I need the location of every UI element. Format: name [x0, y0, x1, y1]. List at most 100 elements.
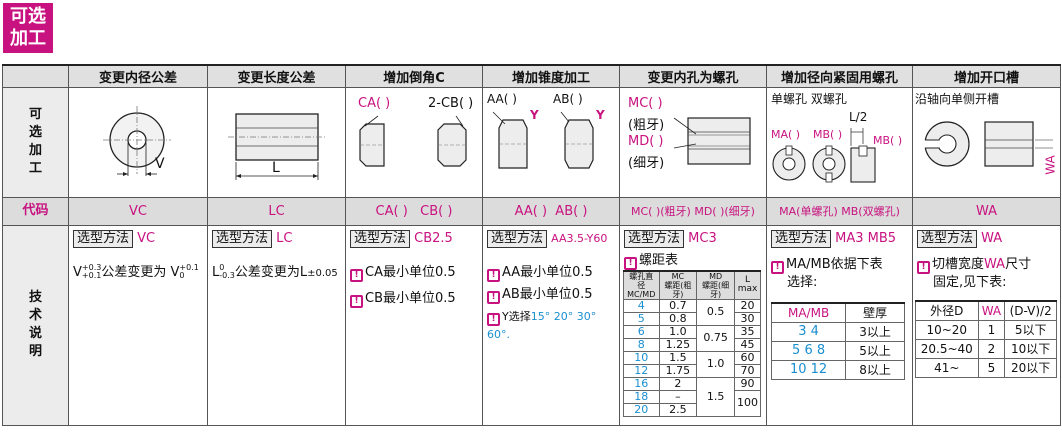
length-tolerance-drawing [228, 112, 326, 180]
tech-code: MA3 MB5 [835, 230, 897, 246]
aa-label: AA( ) [487, 91, 517, 106]
diagram-wa: 沿轴向单侧开槽 WA [912, 86, 1061, 198]
note: 尺寸 [1005, 256, 1032, 272]
note: CB最小单位0.5 [365, 290, 456, 306]
col-title-vc: 变更内径公差 [68, 64, 208, 88]
row-label-char: 明 [28, 344, 42, 359]
col-title-wa: 增加开口槽 [912, 64, 1061, 88]
select-method-tag: 选型方法 [212, 229, 273, 248]
mb-label: MB( ) [813, 127, 843, 141]
tol-lower: -0.3 [219, 271, 235, 280]
code-c: CA( ) CB( ) [345, 196, 483, 226]
select-method-tag: 选型方法 [73, 229, 134, 248]
y-label-1: Y [530, 107, 539, 122]
select-method-tag: 选型方法 [487, 229, 548, 248]
diagram-mc: MC( ) (粗牙) MD( ) (细牙) [619, 86, 767, 198]
md-label: MD( ) [628, 133, 664, 149]
dim-l-label: L [272, 159, 280, 176]
row-label-optional: 可 选 加 工 [2, 86, 69, 198]
col-title-c: 增加倒角C [345, 64, 483, 88]
pitch-header: L [744, 275, 750, 285]
diagram-aa: AA( ) AB( ) Y Y [482, 86, 620, 198]
code-vc: VC [68, 196, 208, 226]
note-code: WA [984, 256, 1006, 272]
code-lc: LC [207, 196, 346, 226]
bore-tolerance-drawing [103, 105, 171, 176]
tech-code: LC [276, 230, 293, 246]
row-label-char: 可 [28, 107, 42, 122]
note: 固定,见下表: [933, 274, 1007, 290]
tech-code: MC3 [688, 230, 717, 246]
diagram-vc: V [68, 86, 208, 198]
ma-label: MA( ) [771, 127, 801, 141]
mb2-label: MB( ) [873, 133, 903, 147]
ca-label: CA( ) [358, 95, 391, 111]
slot-drawing [923, 120, 1053, 167]
info-icon: ! [487, 290, 500, 304]
row-label-char: 说 [28, 326, 42, 341]
cb-label: 2-CB( ) [428, 95, 474, 111]
info-icon: ! [350, 268, 363, 282]
ab-label: AB( ) [553, 91, 583, 106]
diagram-c: CA( ) 2-CB( ) [345, 86, 483, 198]
select-method-tag: 选型方法 [771, 229, 832, 248]
pitch-header: MC/MD [627, 289, 656, 299]
tech-code: WA [981, 230, 1003, 246]
tol-upper: +0.1 [179, 263, 199, 272]
tech-code: VC [137, 230, 156, 246]
y-label-2: Y [596, 107, 605, 122]
col-title-aa: 增加锥度加工 [482, 64, 620, 88]
code-aa: AA( ) AB( ) [482, 196, 620, 226]
tol-value: ±0.05 [307, 267, 338, 279]
row-label-char: 技 [28, 290, 42, 305]
badge-line-2: 加工 [10, 28, 46, 49]
diagram-ma: 单螺孔 双螺孔 MA( ) MB( ) L/2 MB( ) [766, 86, 913, 198]
select-method-tag: 选型方法 [624, 229, 685, 248]
optional-processing-badge: 可选 加工 [3, 3, 53, 53]
header-corner [2, 64, 69, 88]
code-ma: MA(单螺孔) MB(双螺孔) [766, 196, 913, 226]
note: Y选择 [502, 309, 531, 323]
note: 切槽宽度 [932, 256, 985, 272]
tech-c: 选型方法 CB2.5 !CA最小单位0.5 !CB最小单位0.5 [345, 224, 483, 426]
tech-code: AA3.5-Y60 [551, 231, 608, 245]
info-icon: ! [624, 256, 637, 270]
tol-lower: 0 [179, 271, 185, 280]
tol-text: 公差变更为L [234, 264, 308, 280]
table-row: 18–100 [623, 389, 761, 417]
taper-drawing [492, 111, 594, 169]
md-sub-label: (细牙) [628, 155, 665, 171]
col-title-mc: 变更内孔为螺孔 [619, 64, 767, 88]
ma-top-label: 单螺孔 双螺孔 [771, 91, 847, 106]
tol-base: V [73, 264, 82, 280]
tech-lc: 选型方法 LC L0-0.3公差变更为L±0.05 [207, 224, 346, 426]
row-label-tech: 技 术 说 明 [2, 224, 69, 426]
tol-lower: +0.1 [81, 271, 102, 280]
thread-hole-drawing [673, 116, 751, 165]
tol-base: L [212, 264, 220, 280]
tol-upper: +0.3 [81, 263, 102, 272]
pitch-table-title: 螺距表 [639, 252, 679, 268]
diagram-lc: L [207, 86, 346, 198]
col-title-ma: 增加径向紧固用螺孔 [766, 64, 913, 88]
mc-sub-label: (粗牙) [628, 117, 665, 133]
pitch-header: 螺距(粗牙) [664, 280, 692, 299]
note: AB最小单位0.5 [502, 286, 593, 302]
